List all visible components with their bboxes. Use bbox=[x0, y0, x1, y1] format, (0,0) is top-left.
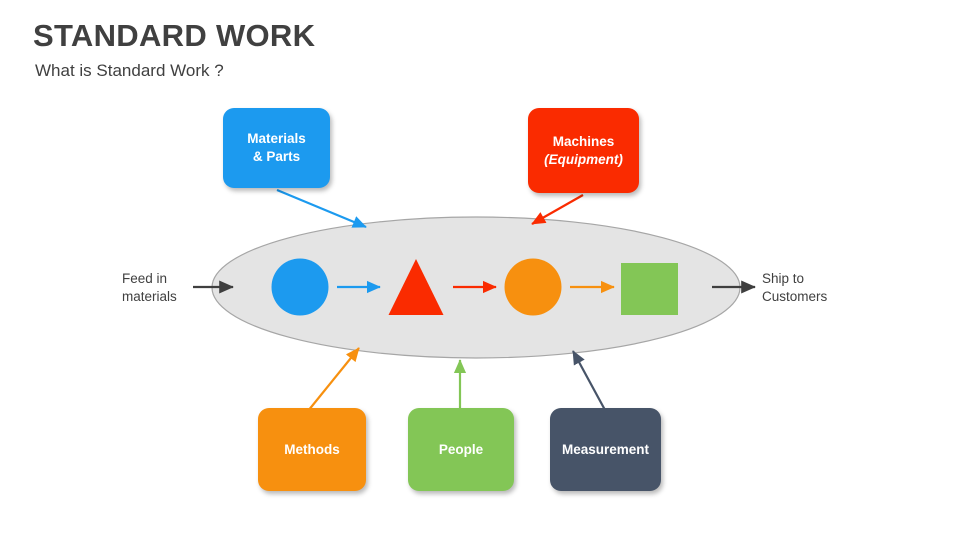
node-machines-line2: (Equipment) bbox=[544, 151, 623, 167]
page-subtitle: What is Standard Work ? bbox=[35, 61, 224, 80]
node-materials-line2: & Parts bbox=[252, 149, 301, 164]
connector-measurement bbox=[572, 350, 606, 411]
node-methods-label: Methods bbox=[284, 441, 340, 457]
output-caption-line2: Customers bbox=[762, 289, 828, 305]
input-caption: Feed in materials bbox=[122, 270, 177, 306]
process-step-circle-orange bbox=[504, 258, 562, 316]
output-caption-line1: Ship to bbox=[762, 271, 805, 286]
process-step-triangle-red bbox=[388, 259, 444, 315]
node-machines-line1: Machines bbox=[552, 133, 615, 149]
node-people[interactable]: People bbox=[408, 408, 514, 491]
input-caption-line1: Feed in bbox=[122, 271, 168, 286]
page-title: STANDARD WORK bbox=[33, 18, 316, 53]
node-machines[interactable]: Machines (Equipment) bbox=[528, 108, 639, 193]
node-people-label: People bbox=[438, 441, 484, 457]
connector-methods bbox=[307, 347, 360, 412]
node-measurement-label: Measurement bbox=[561, 441, 650, 457]
node-measurement[interactable]: Measurement bbox=[550, 408, 661, 491]
input-caption-line2: materials bbox=[122, 289, 177, 305]
node-methods[interactable]: Methods bbox=[258, 408, 366, 491]
connector-materials bbox=[276, 188, 367, 229]
node-materials[interactable]: Materials & Parts bbox=[223, 108, 330, 188]
node-materials-line1: Materials bbox=[247, 131, 306, 147]
process-step-square-green bbox=[621, 263, 678, 315]
process-step-circle-blue bbox=[271, 258, 329, 316]
connector-machines bbox=[531, 194, 584, 225]
output-caption: Ship to Customers bbox=[762, 270, 827, 306]
